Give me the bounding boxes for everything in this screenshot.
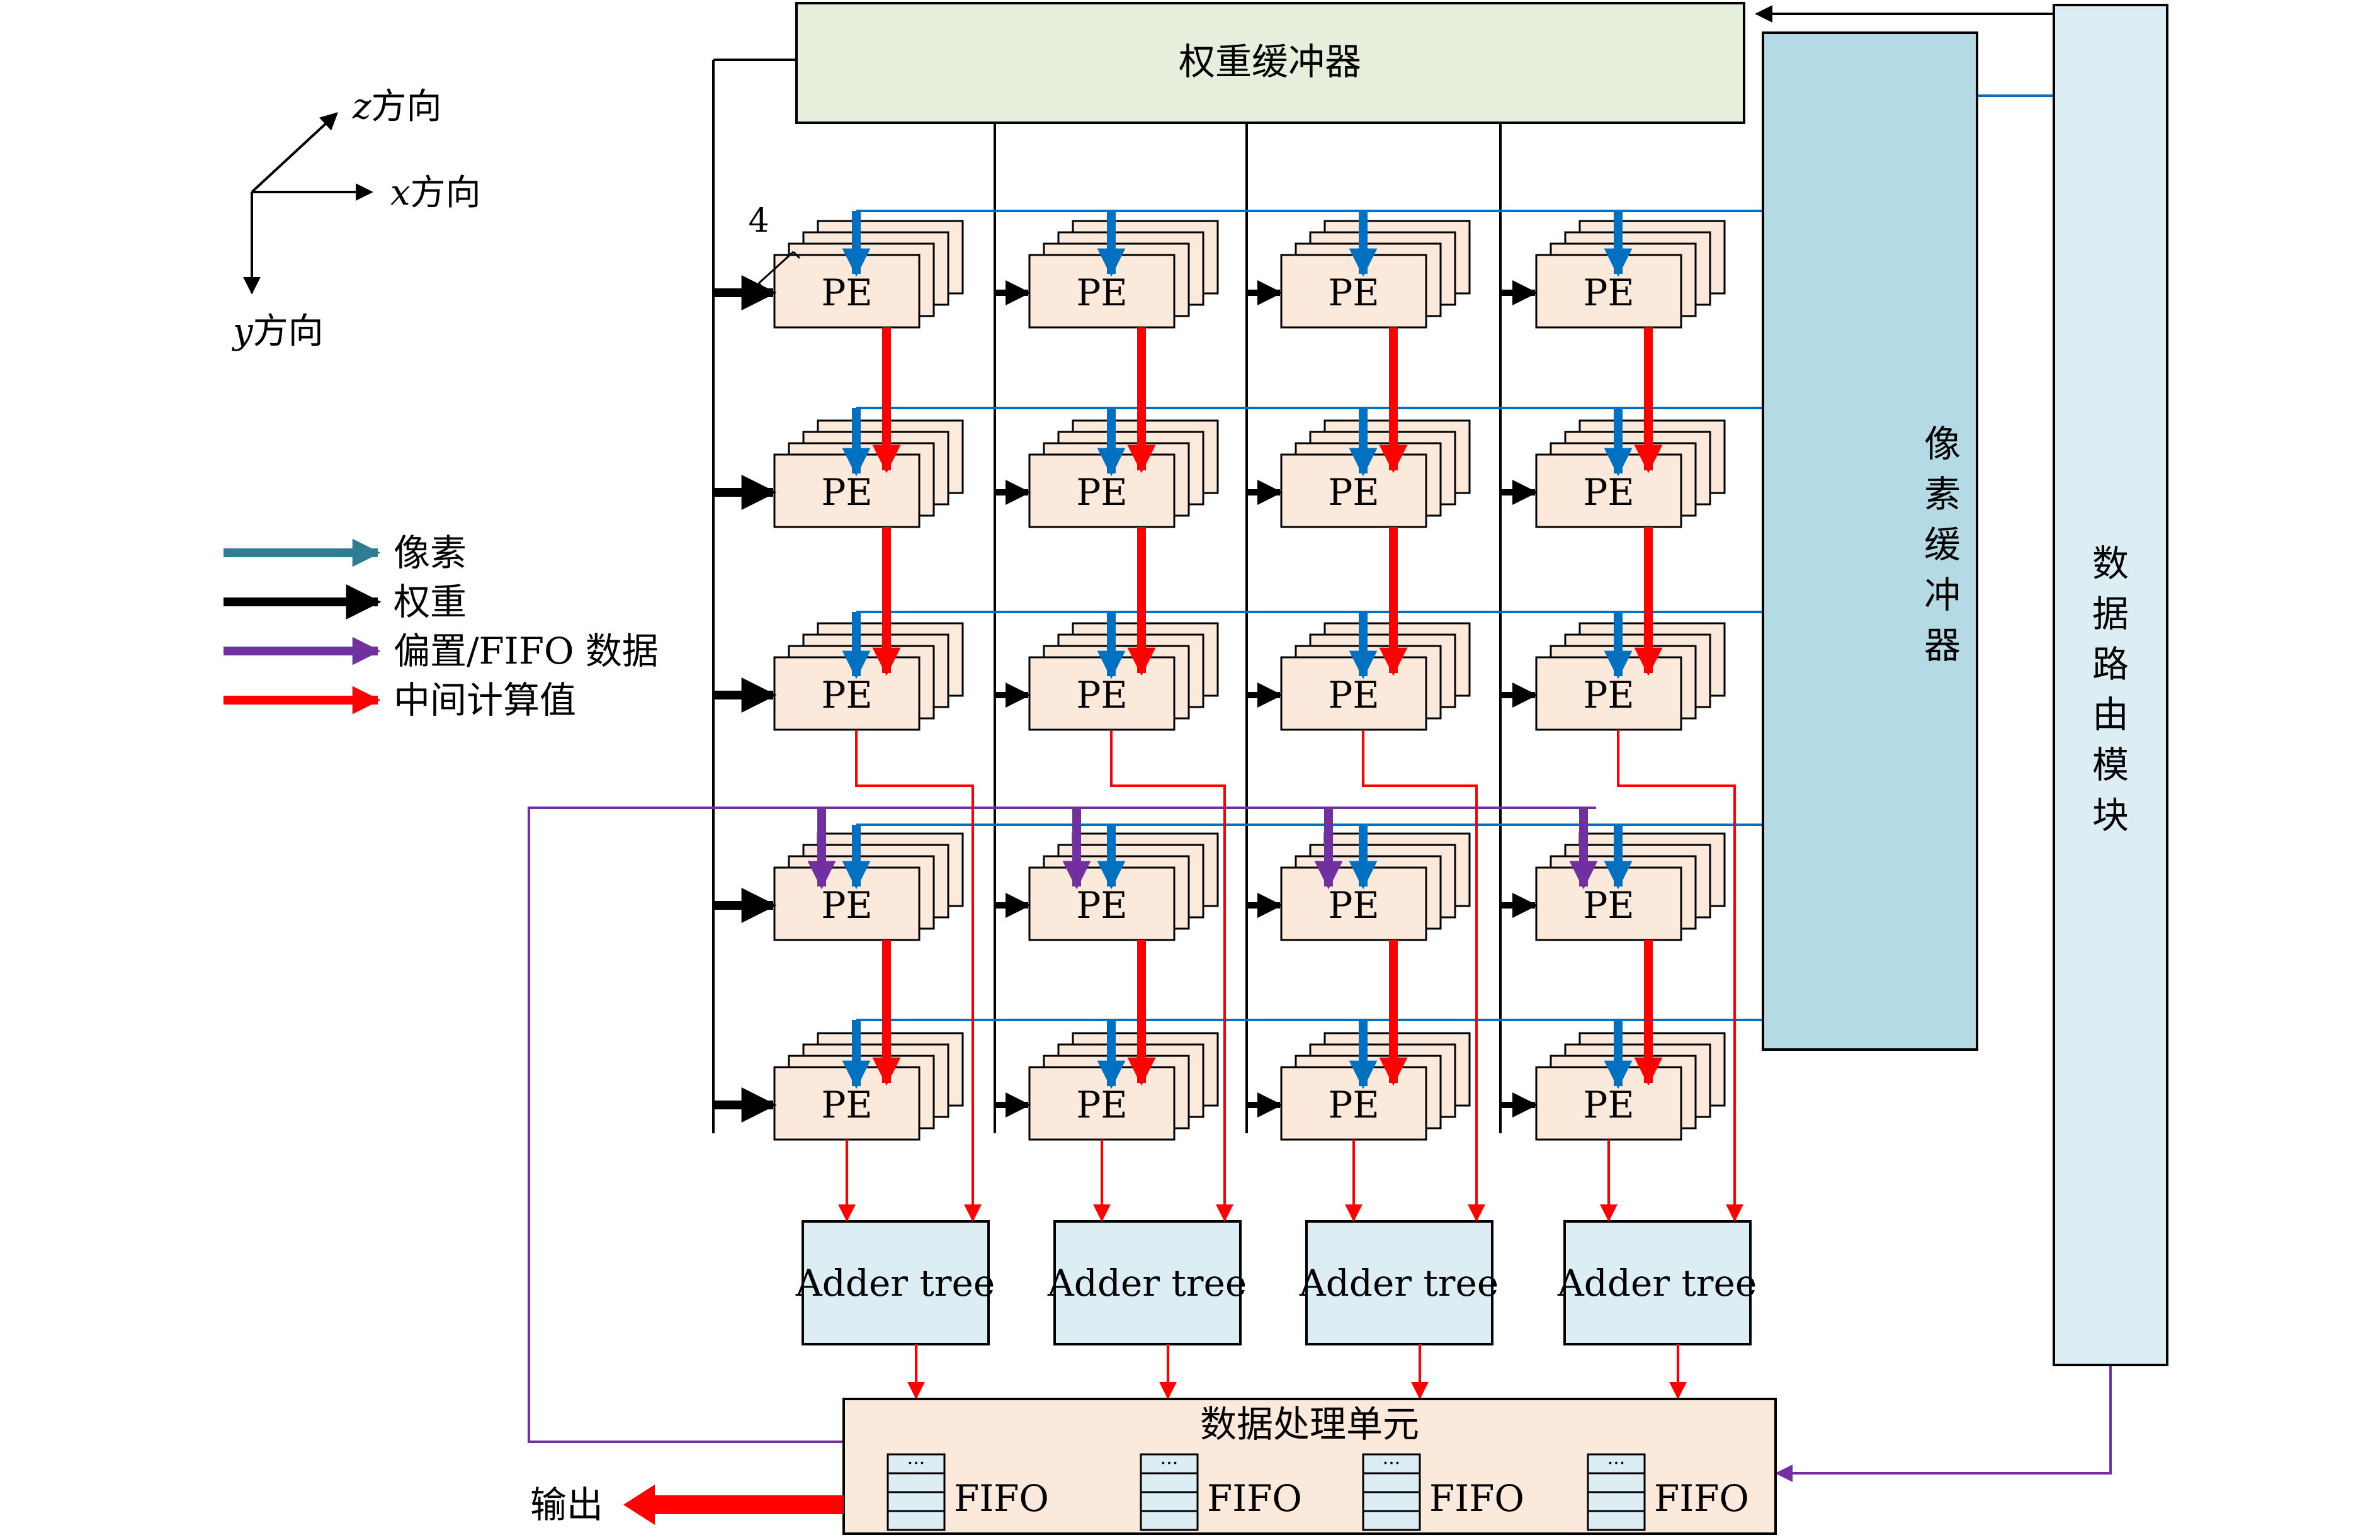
legend-label-2: 偏置/FIFO 数据	[394, 630, 659, 672]
fifo-1-slot-0	[1140, 1453, 1199, 1475]
fifo-group: ··· FIFO ··· FIFO ··· FIFO ··· FIFO	[887, 1452, 1749, 1531]
fifo-0-slot-2	[887, 1491, 946, 1512]
pe-label-0-3: PE	[1583, 271, 1634, 314]
fifo-1-slot-1	[1140, 1472, 1199, 1493]
pe-stack-depth-marker	[757, 251, 801, 291]
adder-tree-0	[802, 1220, 990, 1345]
legend-label-3: 中间计算值	[394, 679, 576, 722]
fifo-label-3: FIFO	[1654, 1477, 1749, 1520]
fifo-dots-2: ···	[1383, 1452, 1401, 1475]
pe-label-4-3: PE	[1583, 1084, 1634, 1126]
fifo-2-slot-2	[1362, 1491, 1421, 1512]
pe-label-1-1: PE	[1076, 471, 1127, 514]
row2-to-adder-1	[1110, 730, 1233, 1222]
pe-label-0-2: PE	[1328, 271, 1379, 314]
pe-label-4-0: PE	[821, 1084, 872, 1126]
fifo-label-0: FIFO	[954, 1477, 1049, 1520]
pe-label-2-1: PE	[1076, 674, 1127, 716]
fifo-3-slot-3	[1587, 1510, 1646, 1531]
legend-label-0: 像素	[394, 531, 467, 574]
x-axis-label: x方向	[390, 173, 481, 213]
pe-label-3-2: PE	[1328, 884, 1379, 927]
pe-label-0-1: PE	[1076, 271, 1127, 314]
adder-tree-label-0: Adder tree	[795, 1262, 995, 1305]
adder-tree-2	[1305, 1220, 1493, 1345]
adder-tree-1	[1053, 1220, 1242, 1345]
fifo-2-slot-3	[1362, 1510, 1421, 1531]
output-label: 输出	[530, 1483, 603, 1526]
row2-to-adder-2	[1362, 730, 1485, 1222]
fifo-1-slot-2	[1140, 1491, 1199, 1512]
adder-tree-label-3: Adder tree	[1557, 1262, 1757, 1305]
axes-indicator	[243, 112, 373, 295]
data-router-box	[2053, 4, 2168, 1366]
y-axis-label: y方向	[231, 311, 324, 352]
fifo-label-1: FIFO	[1207, 1477, 1302, 1520]
fifo-0-slot-3	[887, 1510, 946, 1531]
arrows-layer	[713, 5, 2112, 1482]
pe-label-3-0: PE	[821, 884, 872, 927]
fifo-1-slot-3	[1140, 1510, 1199, 1531]
weight-buffer-label: 权重缓冲器	[1179, 40, 1361, 83]
pe-label-1-2: PE	[1328, 471, 1379, 514]
data-router-label: 数据路由模块	[2092, 542, 2129, 837]
adder-tree-3	[1563, 1220, 1752, 1345]
adder-tree-label-1: Adder tree	[1047, 1262, 1247, 1305]
row2-to-adder-3	[1617, 730, 1743, 1222]
fifo-0-slot-0	[887, 1453, 946, 1475]
pe-label-3-1: PE	[1076, 884, 1127, 927]
legend-label-1: 权重	[394, 580, 467, 623]
output-arrow-head	[623, 1485, 655, 1525]
pe-label-1-3: PE	[1583, 471, 1634, 514]
fifo-dots-3: ···	[1607, 1452, 1626, 1475]
fifo-3-slot-1	[1587, 1472, 1646, 1493]
fifo-3-slot-2	[1587, 1491, 1646, 1512]
fifo-2-slot-0	[1362, 1453, 1421, 1475]
pe-3-1-layer-0	[1028, 866, 1176, 941]
pe-label-2-0: PE	[821, 674, 872, 716]
weight-buffer-box	[795, 2, 1745, 124]
router-to-pu	[1775, 1365, 2112, 1482]
pe-stack-depth-label: 4	[748, 202, 769, 240]
fifo-3-slot-0	[1587, 1453, 1646, 1475]
bias-loop	[528, 807, 1596, 1443]
adder-tree-label-2: Adder tree	[1299, 1262, 1499, 1305]
fifo-dots-0: ···	[907, 1452, 926, 1475]
fifo-dots-1: ···	[1160, 1452, 1179, 1475]
z-axis-label: z方向	[352, 86, 442, 127]
pe-label-3-3: PE	[1583, 884, 1634, 927]
pe-label-2-2: PE	[1328, 674, 1379, 716]
pe-label-1-0: PE	[821, 471, 872, 514]
data-processing-unit-label: 数据处理单元	[1200, 1403, 1419, 1446]
pe-label-0-0: PE	[821, 271, 872, 314]
pixel-buffer-label: 像素缓冲器	[1924, 422, 1961, 667]
pe-label-2-3: PE	[1583, 674, 1634, 716]
pe-label-4-2: PE	[1328, 1084, 1379, 1126]
row2-to-adder-0	[855, 730, 982, 1222]
fifo-2-slot-1	[1362, 1472, 1421, 1493]
fifo-0-slot-1	[887, 1472, 946, 1493]
fifo-label-2: FIFO	[1429, 1477, 1524, 1520]
pixel-buffer-box	[1762, 31, 1978, 1051]
pe-label-4-1: PE	[1076, 1084, 1127, 1126]
